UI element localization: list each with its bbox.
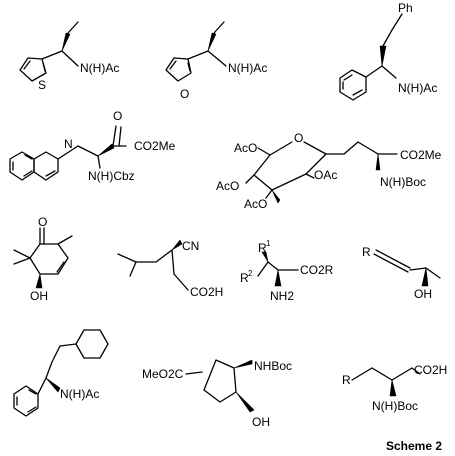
molecule-hydroxy-cyclohexenone: O OH: [13, 215, 73, 303]
molecule-thienyl-acetamide: N(H)Ac S: [19, 21, 119, 92]
m12-co2h-label: CO2H: [414, 363, 447, 377]
m5-aco-top-label: AcO: [234, 141, 257, 155]
molecule-propargylic-alcohol: R OH: [362, 245, 441, 301]
m1-s-label: S: [38, 78, 46, 92]
m5-nhboc-label: N(H)Boc: [380, 175, 426, 189]
m9-oh-label: OH: [414, 287, 432, 301]
molecule-furyl-acetamide: N(H)Ac O: [165, 21, 267, 101]
scheme-caption: Scheme 2: [386, 439, 442, 453]
m8-nh2-label: NH2: [270, 289, 294, 303]
m8-r2-label: R: [240, 271, 249, 285]
molecule-diphenyl-acetamide: Ph N(H)Ac: [339, 1, 437, 101]
m7-co2h-label: CO2H: [190, 285, 223, 299]
m5-aco-bot-label: AcO: [244, 197, 267, 211]
m8-r1-superscript: 1: [266, 239, 271, 248]
m11-nhboc-label: NHBoc: [254, 359, 292, 373]
m4-co2me-label: CO2Me: [134, 139, 176, 153]
m12-r-label: R: [342, 373, 351, 387]
m4-n-label: N: [64, 137, 73, 151]
m11-meo2c-label: MeO2C: [142, 367, 184, 381]
m1-nhac-label: N(H)Ac: [80, 61, 119, 75]
molecule-glycosyl-boc-ester: AcO O CO2Me N(H)Boc AcO OAc AcO: [216, 131, 442, 211]
m12-nhboc-label: N(H)Boc: [372, 399, 418, 413]
m2-nhac-label: N(H)Ac: [228, 61, 267, 75]
molecule-generic-amino-ester: R 1 R 2 CO2R NH2: [240, 239, 334, 303]
m4-o-label: O: [113, 109, 122, 123]
m6-o-label: O: [38, 215, 47, 229]
m6-oh-label: OH: [30, 289, 48, 303]
m5-co2me-label: CO2Me: [400, 148, 442, 162]
molecule-cyclopentyl-boc-ester: MeO2C NHBoc OH: [142, 359, 292, 429]
m4-nhcbz-label: N(H)Cbz: [88, 169, 135, 183]
m7-cn-label: CN: [182, 239, 199, 253]
m11-oh-label: OH: [252, 415, 270, 429]
m9-r-label: R: [362, 245, 371, 259]
m10-nhac-label: N(H)Ac: [60, 387, 99, 401]
m5-oac-label: OAc: [314, 168, 337, 182]
molecule-cyano-acid: CN CO2H: [117, 239, 223, 299]
molecule-generic-boc-acid: R CO2H N(H)Boc: [342, 363, 447, 413]
m8-r1-label: R: [258, 241, 267, 255]
molecule-quinolyl-cbz-ester: O CO2Me N(H)Cbz N: [9, 109, 176, 183]
molecule-cyclohexyl-acetamide: N(H)Ac: [13, 329, 109, 417]
m8-co2r-label: CO2R: [300, 263, 334, 277]
m5-o-label: O: [294, 131, 303, 145]
m2-o-label: O: [180, 87, 189, 101]
m8-r2-superscript: 2: [248, 269, 253, 278]
m3-nhac-label: N(H)Ac: [398, 81, 437, 95]
m3-ph-label: Ph: [398, 1, 413, 15]
m5-aco-mid-label: AcO: [216, 179, 239, 193]
